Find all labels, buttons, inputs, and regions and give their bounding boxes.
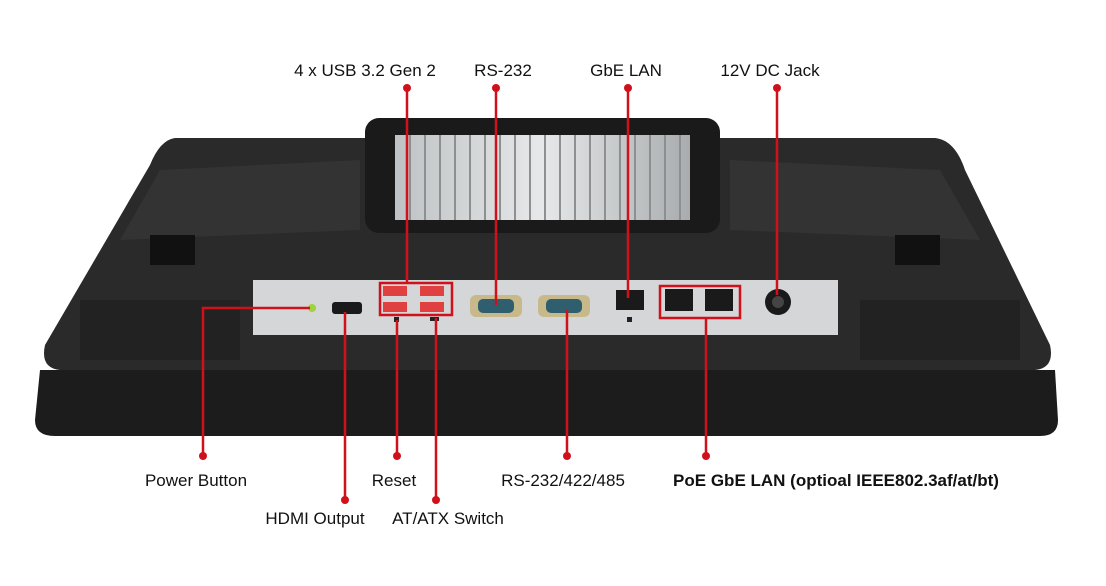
- usb-ports: [383, 286, 444, 312]
- gbe-lan-port: [616, 290, 644, 310]
- hdmi-port: [332, 302, 362, 314]
- label-rs232-422-485: RS-232/422/485: [501, 471, 625, 490]
- callout-lines: [199, 84, 781, 504]
- reset-button[interactable]: [394, 317, 399, 322]
- poe-lan-port-1: [665, 289, 693, 311]
- power-button[interactable]: [308, 304, 316, 312]
- label-reset: Reset: [372, 471, 417, 490]
- atatx-switch[interactable]: [430, 317, 439, 321]
- poe-lan-port-2: [705, 289, 733, 311]
- rs232-422-485-port: [538, 295, 590, 317]
- label-atatx: AT/ATX Switch: [392, 509, 504, 528]
- label-dc-jack: 12V DC Jack: [720, 61, 820, 80]
- label-gbe-lan: GbE LAN: [590, 61, 662, 80]
- rs232-port: [470, 295, 522, 317]
- heatsink: [365, 118, 720, 233]
- label-poe-lan: PoE GbE LAN (optioal IEEE802.3af/at/bt): [673, 471, 999, 490]
- label-usb: 4 x USB 3.2 Gen 2: [294, 61, 436, 80]
- label-hdmi: HDMI Output: [265, 509, 364, 528]
- label-rs232: RS-232: [474, 61, 532, 80]
- label-power-button: Power Button: [145, 471, 247, 490]
- io-panel: [253, 280, 838, 335]
